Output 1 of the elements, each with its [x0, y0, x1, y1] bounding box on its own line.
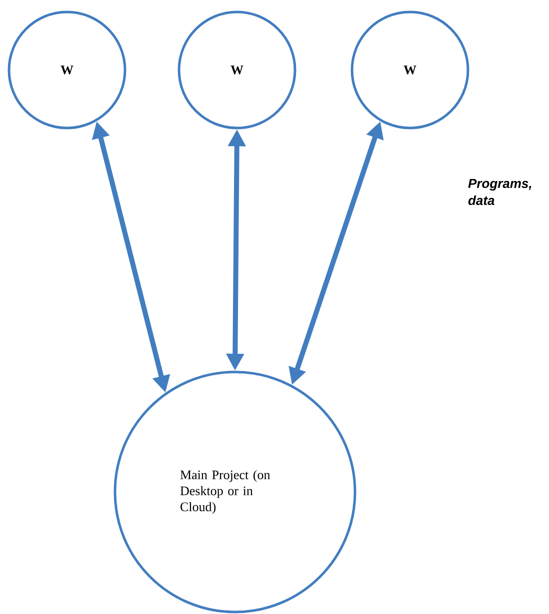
- note-text: Programs, data: [468, 178, 532, 206]
